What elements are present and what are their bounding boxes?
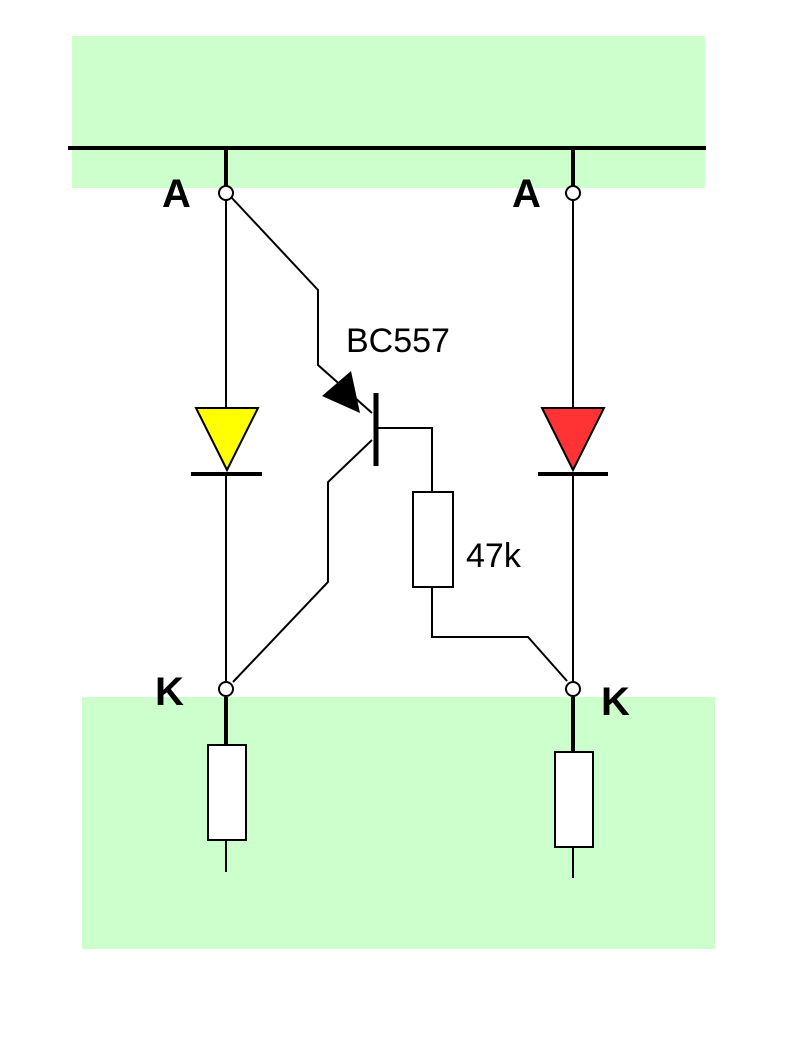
top-green-zone (72, 36, 705, 188)
resistor-label: 47k (466, 537, 522, 575)
resistor-47k (412, 491, 454, 588)
cathode-left-terminal (218, 681, 234, 697)
anode-right-label: A (512, 172, 541, 216)
emitter-arrow (322, 371, 360, 413)
anode-right-terminal (565, 185, 581, 201)
right-led-triangle (540, 407, 606, 473)
cathode-right-label: K (601, 680, 630, 724)
right-load-resistor (554, 751, 594, 848)
left-load-resistor (207, 744, 247, 841)
resistor-to-right-cathode-wire (431, 587, 568, 682)
collector-wire (232, 439, 373, 683)
left-led-triangle (194, 407, 260, 473)
cathode-left-label: K (155, 670, 184, 714)
base-wire (376, 427, 433, 492)
bottom-green-zone (82, 697, 715, 949)
transistor-label: BC557 (346, 322, 450, 360)
cathode-right-terminal (565, 681, 581, 697)
anode-left-terminal (218, 185, 234, 201)
anode-left-label: A (162, 172, 191, 216)
